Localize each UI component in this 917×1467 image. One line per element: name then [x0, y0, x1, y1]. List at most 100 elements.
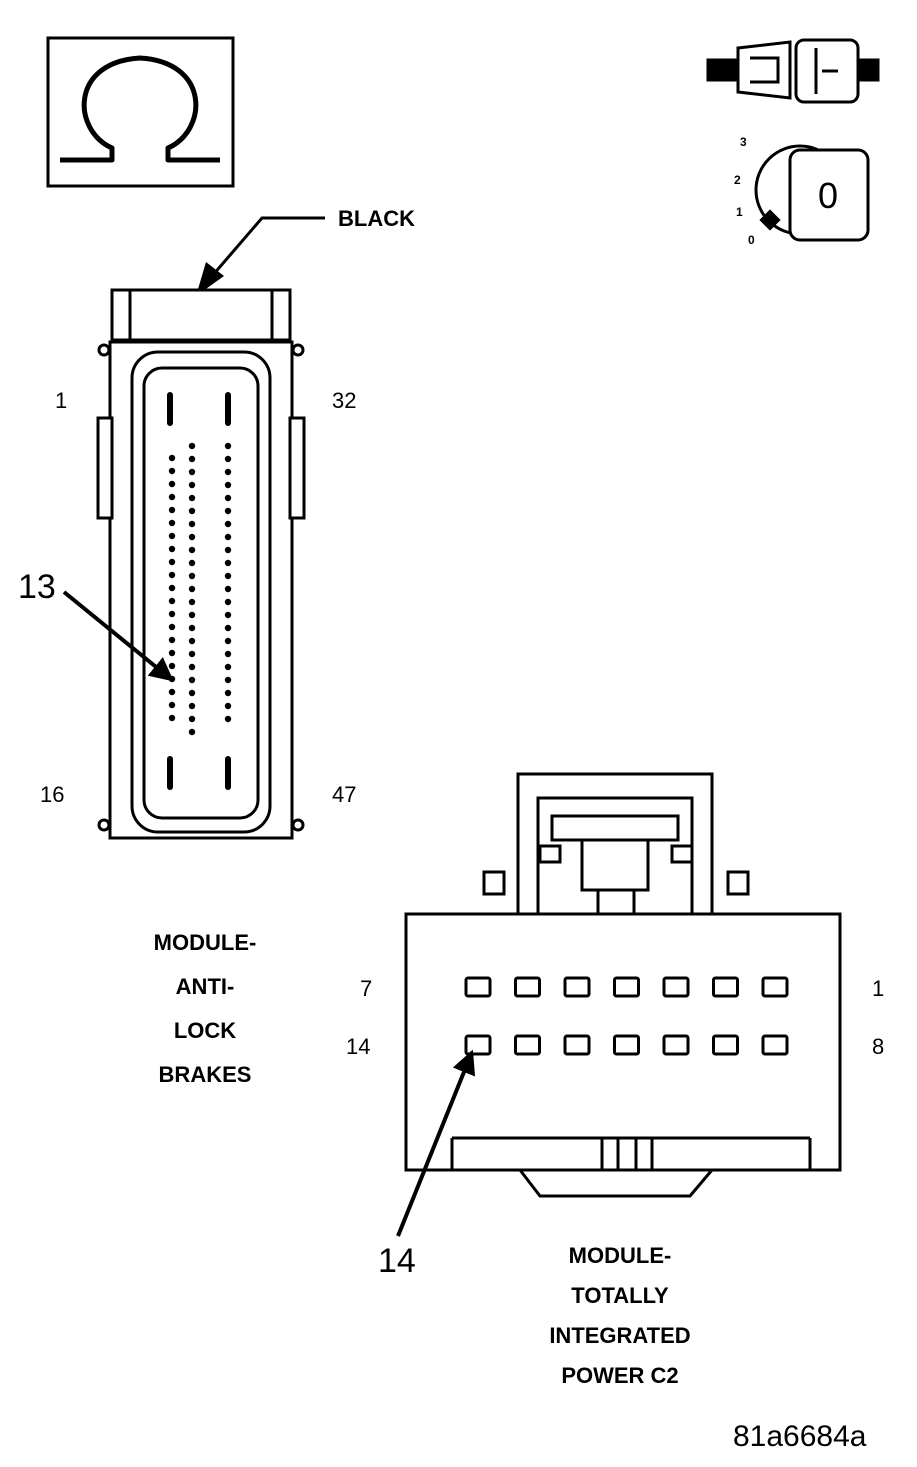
abs-pin-cavity — [224, 546, 232, 554]
abs-pin-cavity — [224, 702, 232, 710]
abs-pin-cavity — [188, 728, 196, 736]
tipm-pin-cavity — [464, 976, 492, 998]
ohm-symbol-icon — [46, 36, 235, 188]
abs-pin-cavity — [224, 624, 232, 632]
abs-caption-line-1: MODULE- — [153, 930, 257, 955]
reference-code: 81a6684a — [733, 1420, 867, 1453]
ignition-position-0: 0 — [748, 233, 755, 247]
abs-pin-cavity — [168, 610, 176, 618]
abs-pin-field — [167, 392, 232, 790]
tipm-pin-cavity — [761, 1034, 789, 1056]
abs-pin-cavity — [168, 584, 176, 592]
abs-pin-cavity — [168, 454, 176, 462]
abs-pin-cavity — [168, 493, 176, 501]
abs-pin-cavity — [224, 507, 232, 515]
abs-pin-cavity — [188, 585, 196, 593]
abs-slot-cavity — [225, 756, 231, 790]
abs-pin-cavity — [188, 520, 196, 528]
abs-pin-cavity — [188, 546, 196, 554]
abs-pin-cavity — [168, 467, 176, 475]
abs-pin-cavity — [224, 533, 232, 541]
abs-pin-cavity — [224, 520, 232, 528]
abs-pin-cavity — [168, 636, 176, 644]
abs-pin-cavity — [224, 559, 232, 567]
abs-pin-cavity — [188, 507, 196, 515]
abs-pin-cavity — [224, 481, 232, 489]
ignition-position-2: 2 — [734, 173, 741, 187]
abs-pin-cavity — [224, 494, 232, 502]
abs-caption: MODULE- ANTI- LOCK BRAKES — [110, 921, 300, 1097]
abs-pin-cavity — [188, 494, 196, 502]
tipm-pin-cavity — [613, 976, 640, 998]
ignition-key-off-icon — [754, 144, 870, 242]
tipm-pin-cavity — [662, 976, 690, 998]
abs-pin-cavity — [188, 481, 196, 489]
abs-pin-cavity — [168, 532, 176, 540]
abs-pin-cavity — [188, 663, 196, 671]
tipm-pin-cavity — [563, 1034, 591, 1056]
abs-caption-line-4: BRAKES — [158, 1062, 252, 1087]
abs-pin-cavity — [168, 519, 176, 527]
abs-pin-cavity — [224, 572, 232, 580]
color-label-leader — [196, 216, 325, 296]
ignition-key-label: 0 — [818, 175, 839, 216]
abs-pin-cavity — [168, 480, 176, 488]
abs-pin-cavity — [224, 468, 232, 476]
abs-slot-cavity — [167, 392, 173, 426]
abs-pin-cavity — [188, 689, 196, 697]
abs-pin-cavity — [168, 506, 176, 514]
ignition-position-1: 1 — [736, 205, 743, 219]
abs-pin-cavity — [168, 558, 176, 566]
abs-pin-cavity — [188, 559, 196, 567]
abs-pin-cavity — [188, 715, 196, 723]
abs-pin-cavity — [224, 585, 232, 593]
abs-pin-32-label: 32 — [332, 388, 357, 413]
abs-pin-cavity — [224, 637, 232, 645]
abs-slot-cavity — [167, 756, 173, 790]
abs-pin-cavity — [168, 597, 176, 605]
tipm-pin-cavity — [662, 1034, 690, 1056]
abs-pin-cavity — [188, 572, 196, 580]
abs-pin-cavity — [224, 611, 232, 619]
tipm-callout-14: 14 — [378, 1242, 416, 1280]
abs-pin-cavity — [188, 702, 196, 710]
abs-pin-47-label: 47 — [332, 782, 357, 807]
abs-caption-line-3: LOCK — [173, 1018, 237, 1043]
tipm-pin-cavity — [563, 976, 591, 998]
abs-pin-cavity — [224, 663, 232, 671]
abs-pin-cavity — [168, 649, 176, 657]
abs-pin-cavity — [188, 611, 196, 619]
abs-pin-cavity — [168, 714, 176, 722]
abs-pin-cavity — [224, 715, 232, 723]
abs-pin-cavity — [188, 598, 196, 606]
abs-pin-cavity — [188, 650, 196, 658]
ignition-position-3: 3 — [740, 135, 747, 149]
tipm-pin-cavity — [712, 1034, 739, 1056]
tipm-pin-7-label: 7 — [360, 976, 373, 1001]
abs-caption-line-2: ANTI- — [175, 974, 235, 999]
abs-pin-cavity — [168, 623, 176, 631]
abs-pin-16-label: 16 — [40, 782, 65, 807]
abs-pin-cavity — [224, 442, 232, 450]
abs-pin-cavity — [168, 571, 176, 579]
abs-pin-1-label: 1 — [55, 388, 68, 413]
tipm-pin-cavity — [514, 976, 541, 998]
abs-pin-cavity — [168, 662, 176, 670]
connector-color-label: BLACK — [338, 206, 415, 231]
abs-pin-cavity — [168, 545, 176, 553]
abs-callout-13: 13 — [18, 568, 56, 606]
tipm-pin-14-label: 14 — [346, 1034, 371, 1059]
abs-pin-cavity — [188, 455, 196, 463]
abs-pin-cavity — [224, 455, 232, 463]
tipm-pin-cavity — [613, 1034, 640, 1056]
abs-pin-cavity — [224, 676, 232, 684]
abs-pin-cavity — [168, 701, 176, 709]
tipm-caption-line-3: INTEGRATED — [549, 1323, 691, 1348]
tipm-pin-cavity — [514, 1034, 541, 1056]
abs-pin-cavity — [168, 688, 176, 696]
disconnected-connector-icon — [706, 38, 880, 104]
abs-pin-cavity — [188, 442, 196, 450]
tipm-pin-cavity — [712, 976, 739, 998]
abs-pin-cavity — [188, 533, 196, 541]
